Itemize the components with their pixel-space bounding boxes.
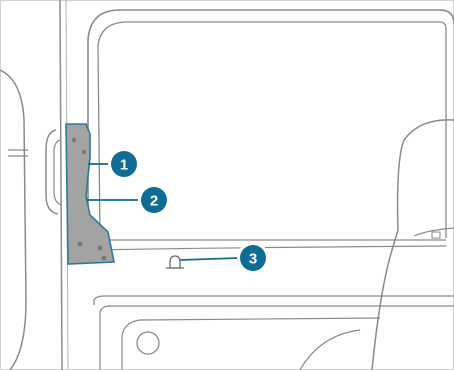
seat-latch xyxy=(432,232,440,238)
window-frame-outer xyxy=(88,10,454,260)
trim-clip-2 xyxy=(82,150,86,154)
callout-badge-1: 1 xyxy=(108,148,140,180)
callout-label-1: 1 xyxy=(120,157,128,174)
door-belt-line xyxy=(100,246,446,250)
door-panel-top-line xyxy=(94,296,454,305)
speaker-circle xyxy=(137,332,159,354)
trim-clip-3 xyxy=(78,242,83,247)
door-lock-pin xyxy=(170,256,180,268)
callout-label-2: 2 xyxy=(150,193,158,210)
callout-label-3: 3 xyxy=(249,251,257,268)
trim-clip-4 xyxy=(98,246,103,251)
pillar-edge-line xyxy=(60,0,62,370)
door-panel-inner-line xyxy=(100,306,454,370)
trim-clip-5 xyxy=(102,256,107,261)
trim-clip-1 xyxy=(72,138,76,142)
callout-badge-2: 2 xyxy=(138,184,170,216)
highlighted-trim-panel xyxy=(66,124,114,264)
door-pocket-line xyxy=(300,330,360,370)
front-seat-outline xyxy=(0,70,26,370)
leader-line-3 xyxy=(180,258,238,260)
callout-badge-3: 3 xyxy=(237,242,269,274)
armrest-line xyxy=(122,318,380,370)
rear-seat-outline xyxy=(372,120,454,370)
